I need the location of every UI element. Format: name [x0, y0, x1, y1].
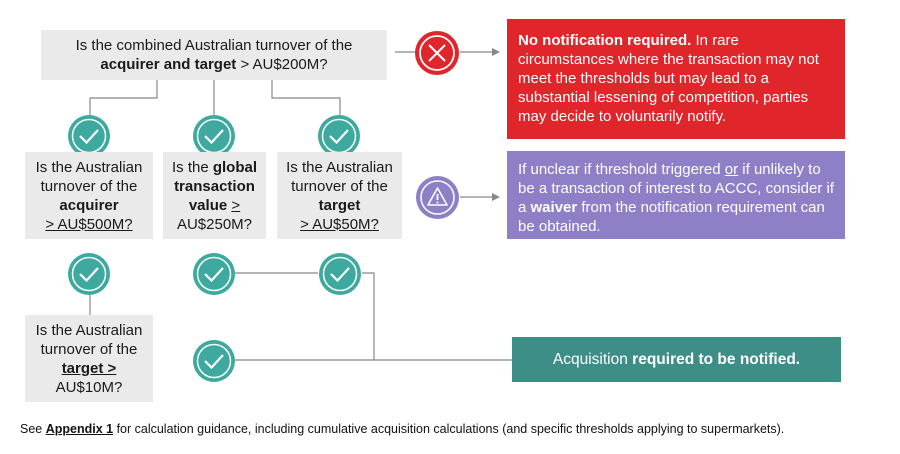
check-circle-icon: [319, 253, 361, 295]
q-global-l3: value >: [189, 196, 240, 215]
q-target10-l4: AU$10M?: [55, 378, 123, 396]
panel-unclear-mid: if unlikely to be a transaction of inter…: [518, 161, 834, 216]
q-global-l4: AU$250M?: [176, 215, 253, 233]
warning-triangle-icon: [416, 176, 459, 219]
question-main-line1: Is the combined Australian turnover of t…: [75, 37, 353, 54]
q-target50-l1: Is the Australian: [286, 158, 393, 176]
question-global-value: Is the global transaction value > AU$250…: [163, 152, 266, 239]
panel-notification-required: Acquisition required to be notified.: [512, 337, 841, 382]
q-target10-l2: turnover of the: [40, 340, 138, 358]
panel-unclear-pre: If unclear if threshold triggered: [518, 161, 725, 178]
footnote-post: for calculation guidance, including cumu…: [113, 422, 785, 436]
question-combined-turnover: Is the combined Australian turnover of t…: [41, 30, 387, 80]
appendix-link[interactable]: Appendix 1: [45, 422, 114, 436]
check-circle-icon: [193, 253, 235, 295]
panel-unclear-threshold: If unclear if threshold triggered or if …: [507, 151, 845, 239]
footnote: See Appendix 1 for calculation guidance,…: [20, 422, 784, 436]
check-circle-icon: [193, 340, 235, 382]
panel-no-bold: No notification required.: [518, 32, 692, 49]
check-circle-icon: [68, 115, 110, 157]
q-acquirer-l3: acquirer: [59, 196, 119, 214]
q-acquirer-l4: > AU$500M?: [45, 215, 133, 233]
q-global-l2: transaction: [174, 177, 255, 195]
q-target10-l3: target >: [61, 359, 117, 377]
q-global-l1-pre: Is the: [171, 158, 213, 176]
q-target10-l1: Is the Australian: [35, 321, 143, 339]
question-main-line2: acquirer and target > AU$200M?: [100, 55, 327, 74]
question-acquirer-turnover: Is the Australian turnover of the acquir…: [25, 152, 153, 239]
panel-unclear-post: from the notification requirement can be…: [518, 199, 825, 235]
q-target50-l4: > AU$50M?: [300, 215, 379, 233]
footnote-pre: See: [20, 422, 46, 436]
panel-no-notification: No notification required. In rare circum…: [507, 19, 845, 139]
panel-no-text: In rare circumstances where the transact…: [518, 32, 819, 125]
q-acquirer-l1: Is the Australian: [35, 158, 143, 176]
panel-required-bold: required to be notified.: [632, 351, 801, 368]
q-target50-l3: target: [318, 196, 361, 214]
panel-unclear-or: or: [724, 161, 739, 178]
panel-unclear-waiver: waiver: [530, 199, 578, 216]
x-circle-icon: [415, 31, 459, 75]
panel-required-pre: Acquisition: [552, 351, 633, 368]
check-circle-icon: [318, 115, 360, 157]
check-circle-icon: [68, 253, 110, 295]
question-main-rest: > AU$200M?: [236, 56, 328, 73]
q-global-l1: Is the global: [172, 158, 257, 177]
q-global-l1-bold: global: [212, 158, 258, 176]
q-acquirer-l2: turnover of the: [40, 177, 138, 195]
check-circle-icon: [193, 115, 235, 157]
q-global-l3-pre: value: [188, 196, 232, 214]
question-target-turnover-50m: Is the Australian turnover of the target…: [277, 152, 402, 239]
q-target50-l2: turnover of the: [291, 177, 388, 195]
question-target-turnover-10m: Is the Australian turnover of the target…: [25, 315, 153, 402]
question-main-bold: acquirer and target: [100, 56, 237, 73]
q-global-l3-rest: >: [231, 196, 241, 214]
